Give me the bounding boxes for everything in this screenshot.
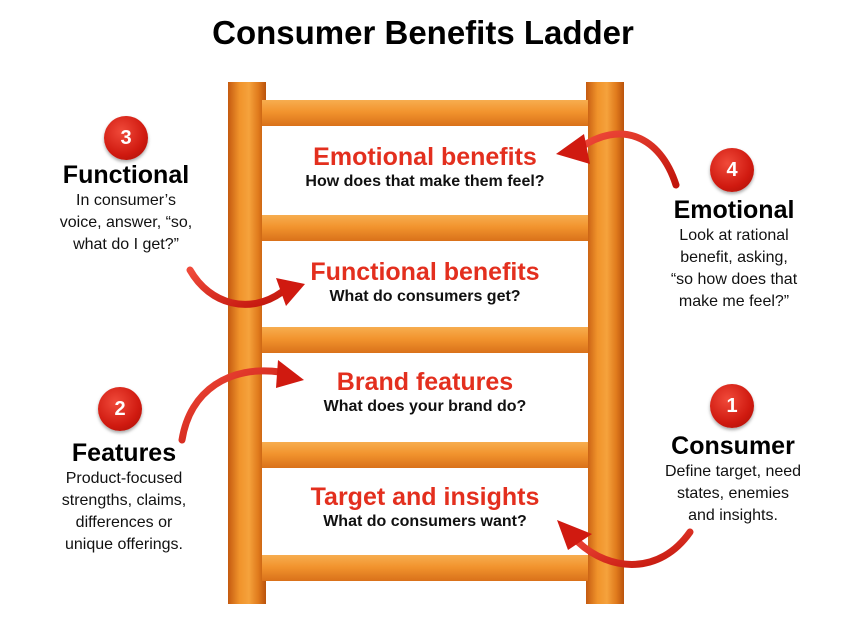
- step-desc-line: unique offerings.: [64, 536, 183, 553]
- step-functional: Functional In consumer’s voice, answer, …: [36, 160, 216, 256]
- arrow-features: [178, 360, 304, 444]
- ladder-left-rail: [228, 82, 266, 604]
- arrow-functional: [186, 266, 305, 308]
- step-desc-line: states, enemies: [676, 485, 790, 502]
- step-desc-line: strengths, claims,: [61, 492, 187, 509]
- ladder-step-target-and-insights: Target and insights What do consumers wa…: [262, 468, 588, 555]
- step-features: Features Product-focused strengths, clai…: [36, 438, 212, 556]
- step-label: Functional: [62, 161, 190, 189]
- ladder-step-brand-features: Brand features What does your brand do?: [262, 353, 588, 442]
- ladder-right-rail: [586, 82, 624, 604]
- diagram-title: Consumer Benefits Ladder: [212, 14, 634, 51]
- step-desc-line: In consumer’s: [76, 192, 176, 209]
- step-question: How does that make them feel?: [305, 173, 545, 190]
- step-badge-4: 4: [710, 148, 754, 192]
- step-badge-3: 3: [104, 116, 148, 160]
- step-desc-line: “so how does that: [670, 271, 798, 288]
- step-desc-line: voice, answer, “so,: [59, 214, 193, 231]
- ladder-step-emotional-benefits: Emotional benefits How does that make th…: [262, 126, 588, 215]
- step-desc-line: differences or: [75, 514, 173, 531]
- step-emotional: Emotional Look at rational benefit, aski…: [644, 195, 824, 313]
- step-desc-line: make me feel?”: [678, 293, 790, 310]
- ladder-rung: [262, 100, 588, 126]
- step-consumer: Consumer Define target, need states, ene…: [640, 431, 826, 527]
- step-question: What does your brand do?: [323, 398, 527, 415]
- arrow-emotional: [556, 130, 680, 189]
- arrow-consumer: [557, 520, 694, 568]
- step-heading: Brand features: [336, 368, 514, 396]
- step-desc-line: and insights.: [688, 507, 778, 524]
- ladder-step-functional-benefits: Functional benefits What do consumers ge…: [262, 241, 588, 327]
- step-heading: Emotional benefits: [313, 143, 537, 171]
- step-question: What do consumers want?: [323, 513, 527, 530]
- step-question: What do consumers get?: [329, 288, 521, 305]
- step-heading: Target and insights: [310, 483, 540, 511]
- ladder-rung: [262, 442, 588, 468]
- step-heading: Functional benefits: [310, 258, 540, 286]
- step-desc-line: Define target, need: [664, 463, 802, 480]
- ladder-rung: [262, 327, 588, 353]
- step-label: Features: [71, 439, 177, 467]
- ladder-rung: [262, 215, 588, 241]
- step-desc-line: benefit, asking,: [680, 249, 788, 266]
- step-badge-1: 1: [710, 384, 754, 428]
- ladder-rung: [262, 555, 588, 581]
- step-badge-2: 2: [98, 387, 142, 431]
- step-desc-line: what do I get?”: [73, 236, 179, 253]
- step-desc-line: Look at rational: [679, 227, 789, 244]
- step-desc-line: Product-focused: [65, 470, 183, 487]
- step-label: Consumer: [671, 432, 795, 460]
- step-label: Emotional: [673, 196, 795, 224]
